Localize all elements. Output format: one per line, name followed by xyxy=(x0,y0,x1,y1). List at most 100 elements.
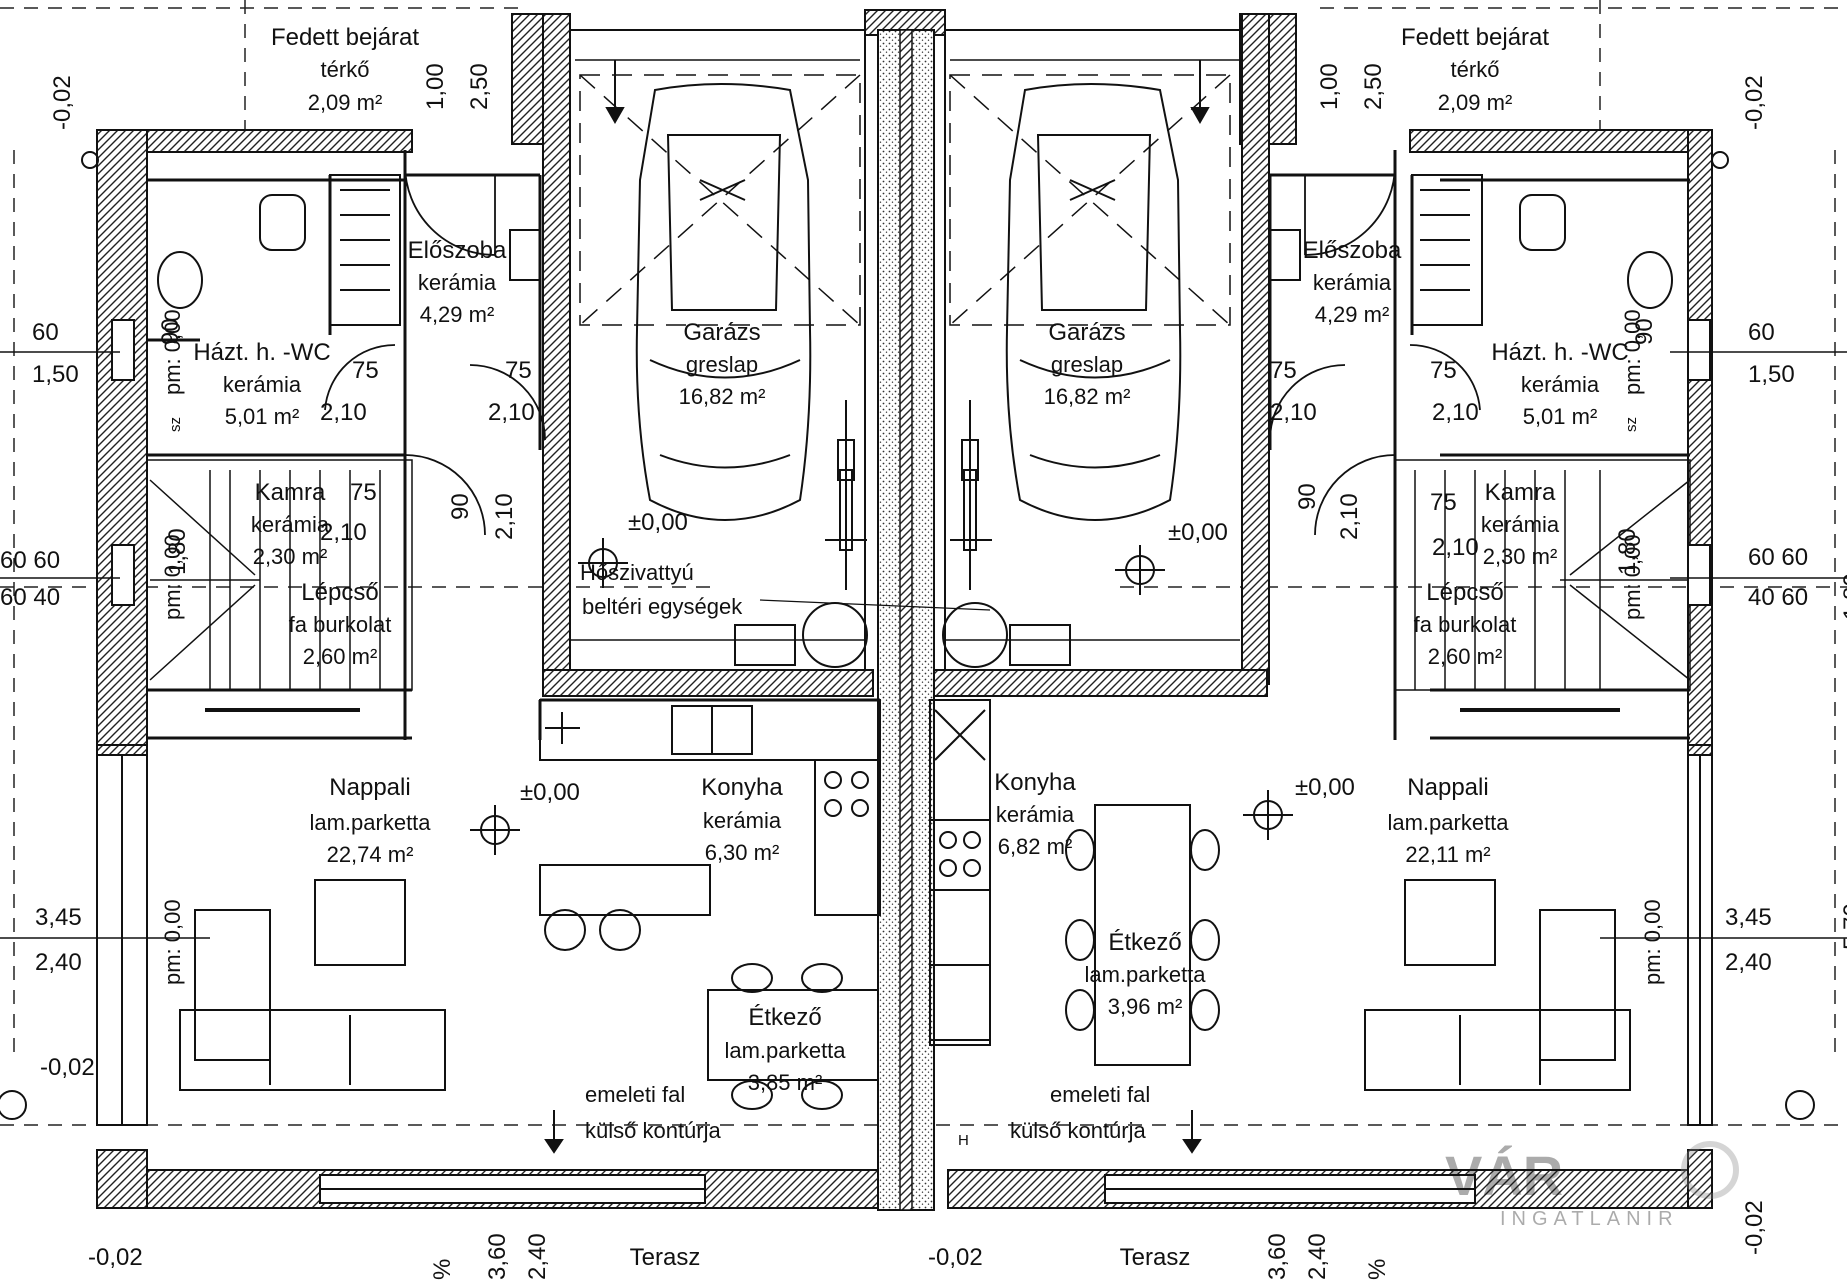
dim-left-2-10-b: 2,10 xyxy=(488,399,535,426)
left-entrance-floor: térkő xyxy=(321,57,370,82)
upper-wall-note-right-2: külső kontúrja xyxy=(1010,1118,1147,1143)
dim-right-75-b: 75 xyxy=(1430,357,1457,384)
watermark-text: VÁR xyxy=(1445,1144,1563,1207)
right-dining-name: Étkező xyxy=(1108,929,1181,956)
dim-right-1-80: 1,80 xyxy=(1614,528,1641,575)
dim-left-90-b: 90 xyxy=(157,318,184,345)
watermark-sub: INGATLANIR xyxy=(1500,1208,1679,1230)
right-entrance-floor: térkő xyxy=(1451,57,1500,82)
right-garage-area: 16,82 m² xyxy=(1044,384,1131,409)
dim-right-1-00: 1,00 xyxy=(1316,63,1343,110)
left-kitchen-floor: kerámia xyxy=(703,808,782,833)
left-stairs-floor: fa burkolat xyxy=(289,612,392,637)
left-wc-floor: kerámia xyxy=(223,372,302,397)
right-hall-area: 4,29 m² xyxy=(1315,302,1390,327)
kitchen-left xyxy=(539,699,881,951)
left-wc-name: Házt. h. -WC xyxy=(193,339,330,366)
wc-sz-left: sz xyxy=(167,417,184,432)
left-dining-floor: lam.parketta xyxy=(724,1038,846,1063)
level-left-bottom: -0,02 xyxy=(88,1244,143,1271)
dim-left-2-40-b: 2,40 xyxy=(524,1233,551,1280)
floor-level-stairs-left: pm: 0,00 xyxy=(160,534,185,620)
car-right xyxy=(1005,83,1182,521)
dim-right-75-a: 75 xyxy=(1270,357,1297,384)
right-garage-name: Garázs xyxy=(1048,319,1125,346)
dim-left-60: 60 xyxy=(32,319,59,346)
dim-right-1-50: 1,50 xyxy=(1748,361,1795,388)
level-left-outside: -0,02 xyxy=(40,1054,95,1081)
level-left-top: -0,02 xyxy=(49,75,76,130)
wc-fixtures xyxy=(157,174,1673,326)
left-stairs-name: Lépcső xyxy=(301,579,378,606)
dim-left-2-10-a: 2,10 xyxy=(320,399,367,426)
right-entrance-name: Fedett bejárat xyxy=(1401,24,1549,51)
dim-left-2-10-c: 2,10 xyxy=(320,519,367,546)
dim-right-75-c: 75 xyxy=(1430,489,1457,516)
dim-left-60-40: 60 40 xyxy=(0,584,60,611)
watermark: VÁR INGATLANIR xyxy=(1445,1141,1739,1230)
windows xyxy=(96,319,1713,1204)
bicycle-left xyxy=(825,400,867,590)
level-center-bottom: -0,02 xyxy=(928,1244,983,1271)
right-living-area: 22,11 m² xyxy=(1405,842,1490,867)
dim-left-90: 90 xyxy=(447,493,474,520)
dim-right-2-50: 2,50 xyxy=(1360,63,1387,110)
left-dining-name: Étkező xyxy=(748,1004,821,1031)
upper-wall-arrows xyxy=(544,60,1210,1154)
left-stairs-area: 2,60 m² xyxy=(303,644,378,669)
left-garage-floor: greslap xyxy=(686,352,758,377)
dim-left-1-00: 1,00 xyxy=(422,63,449,110)
left-living-area: 22,74 m² xyxy=(327,842,414,867)
dim-right-edge-5-70: 5,70 xyxy=(1839,903,1847,950)
right-stairs-floor: fa burkolat xyxy=(1414,612,1517,637)
stairs-left xyxy=(146,459,413,712)
right-wc-area: 5,01 m² xyxy=(1523,404,1598,429)
right-kitchen-area: 6,82 m² xyxy=(998,834,1073,859)
dim-left-60-60: 60 60 xyxy=(0,547,60,574)
right-terrace-name: Terasz xyxy=(1120,1244,1191,1271)
left-pantry-area: 2,30 m² xyxy=(253,544,328,569)
right-living-name: Nappali xyxy=(1407,774,1488,801)
right-stairs-name: Lépcső xyxy=(1426,579,1503,606)
dim-right-2-40: 2,40 xyxy=(1725,949,1772,976)
left-entrance-area: 2,09 m² xyxy=(308,90,383,115)
right-dining-floor: lam.parketta xyxy=(1084,962,1206,987)
right-garage-floor: greslap xyxy=(1051,352,1123,377)
dim-left-1-50: 1,50 xyxy=(32,361,79,388)
dim-right-2-10-a: 2,10 xyxy=(1270,399,1317,426)
dimension-lines xyxy=(0,351,1847,939)
bicycle-right xyxy=(950,400,992,590)
heat-pump-note-2: beltéri egységek xyxy=(582,594,743,619)
dim-left-1-80: 1,80 xyxy=(164,528,191,575)
right-wc-floor: kerámia xyxy=(1521,372,1600,397)
upper-wall-note-left-2: külső kontúrja xyxy=(585,1118,722,1143)
dim-right-60-60: 60 60 xyxy=(1748,544,1808,571)
right-kitchen-name: Konyha xyxy=(994,769,1076,796)
dim-right-2-40-b: 2,40 xyxy=(1304,1233,1331,1280)
right-dining-area: 3,96 m² xyxy=(1108,994,1183,1019)
left-pantry-floor: kerámia xyxy=(251,512,330,537)
left-wc-area: 5,01 m² xyxy=(225,404,300,429)
dim-right-edge-1-80: 1,80 xyxy=(1839,573,1847,620)
dim-left-2-40: 2,40 xyxy=(35,949,82,976)
left-living-name: Nappali xyxy=(329,774,410,801)
right-stairs-area: 2,60 m² xyxy=(1428,644,1503,669)
level-right-living: ±0,00 xyxy=(1295,774,1355,801)
wc-sz-right: sz xyxy=(1623,417,1640,432)
level-right-bottom: -0,02 xyxy=(1741,1200,1768,1255)
left-terrace-name: Terasz xyxy=(630,1244,701,1271)
left-pantry-name: Kamra xyxy=(255,479,326,506)
dim-right-90-b: 90 xyxy=(1631,318,1658,345)
right-pantry-name: Kamra xyxy=(1485,479,1556,506)
dim-left-2-50: 2,50 xyxy=(466,63,493,110)
upper-wall-note-left-1: emeleti fal xyxy=(585,1082,685,1107)
dim-left-75-b: 75 xyxy=(505,357,532,384)
left-kitchen-name: Konyha xyxy=(701,774,783,801)
floor-level-right: pm: 0,00 xyxy=(1640,899,1665,985)
floor-level-left: pm: 0,00 xyxy=(160,899,185,985)
level-left-living: ±0,00 xyxy=(520,779,580,806)
right-entrance-area: 2,09 m² xyxy=(1438,90,1513,115)
garage-right xyxy=(944,29,1243,671)
right-pantry-area: 2,30 m² xyxy=(1483,544,1558,569)
